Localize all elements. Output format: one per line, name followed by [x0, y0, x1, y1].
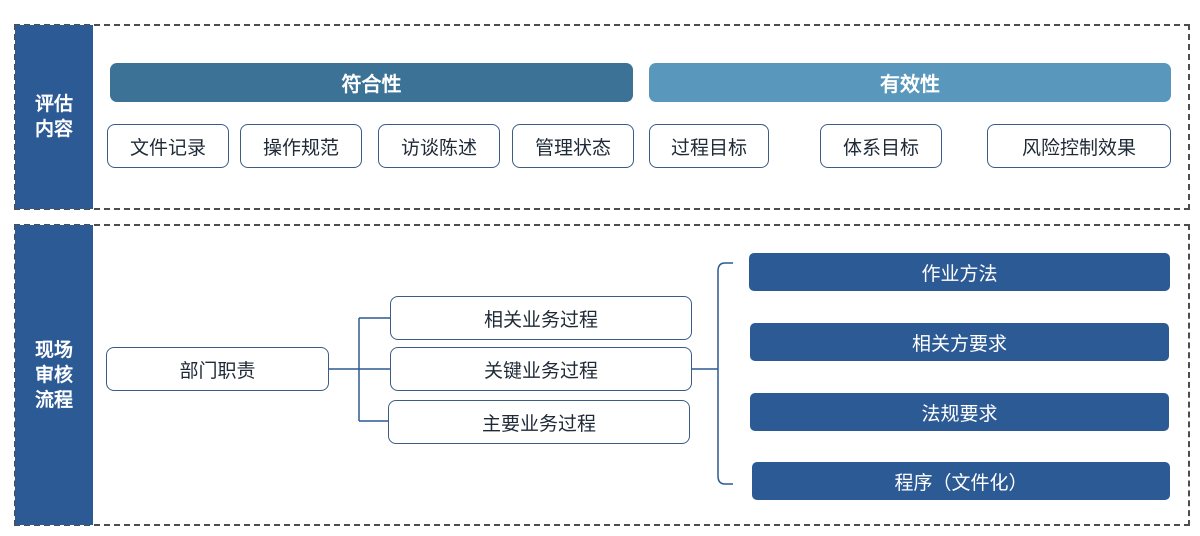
aspect-node: 作业方法: [749, 253, 1170, 291]
compliance-item: 操作规范: [240, 124, 362, 168]
effectiveness-header: 有效性: [649, 63, 1171, 102]
audit-label: 现场审核流程: [15, 225, 93, 525]
process-node: 相关业务过程: [390, 296, 692, 340]
process-node: 主要业务过程: [388, 400, 690, 444]
aspect-node: 法规要求: [750, 393, 1169, 431]
effectiveness-item: 体系目标: [820, 124, 942, 168]
compliance-header: 符合性: [110, 63, 633, 102]
brace-connector: [717, 262, 733, 485]
aspect-node: 程序（文件化）: [752, 462, 1170, 500]
root-node: 部门职责: [106, 347, 329, 391]
effectiveness-item: 过程目标: [649, 124, 769, 168]
compliance-item: 文件记录: [107, 124, 229, 168]
assessment-label: 评估内容: [15, 25, 93, 209]
effectiveness-item: 风险控制效果: [987, 124, 1171, 168]
aspect-node: 相关方要求: [750, 323, 1169, 361]
process-node: 关键业务过程: [390, 347, 692, 391]
compliance-item: 管理状态: [512, 124, 634, 168]
compliance-item: 访谈陈述: [378, 124, 500, 168]
